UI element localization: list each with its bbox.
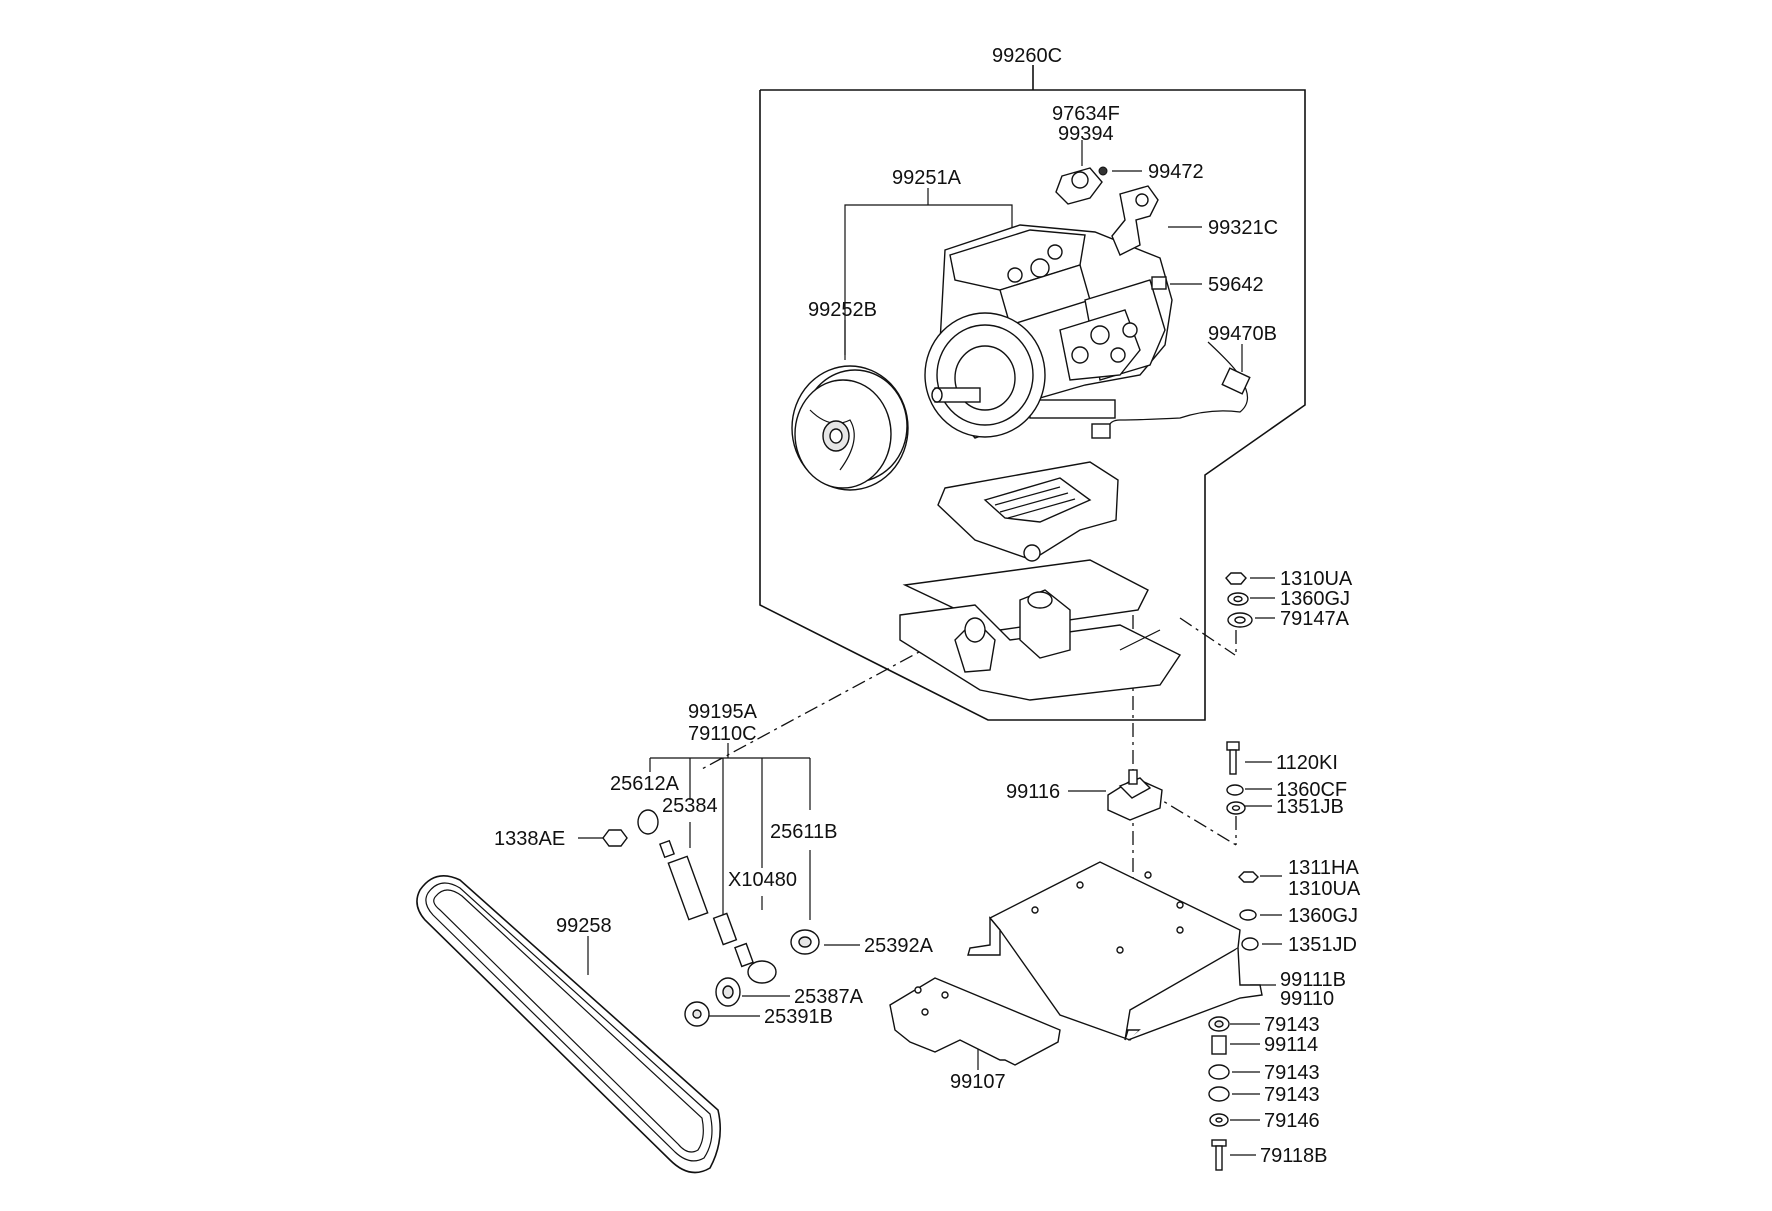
label-25611B: 25611B (770, 821, 837, 843)
label-99251A: 99251A (892, 167, 962, 189)
nut-1310UA-top (1225, 572, 1247, 585)
label-1360CF: 1360CF (1276, 779, 1347, 801)
label-25612A: 25612A (610, 773, 680, 795)
tensioner-rod-assembly (659, 839, 754, 968)
label-99470B: 99470B (1208, 323, 1277, 345)
label-1351JB: 1351JB (1276, 796, 1344, 818)
label-25391B: 25391B (764, 1006, 833, 1028)
label-99258: 99258 (556, 915, 612, 937)
bushing-25387A (715, 977, 741, 1007)
label-79143-b: 79143 (1264, 1062, 1320, 1084)
washer-1360GJ-top (1227, 592, 1249, 606)
bolt-1120KI (1226, 741, 1240, 775)
bushing-79143-a (1208, 1016, 1230, 1032)
label-25392A: 25392A (864, 935, 934, 957)
label-99252B: 99252B (808, 299, 877, 321)
label-99321C: 99321C (1208, 217, 1278, 239)
label-X10480: X10480 (728, 869, 797, 891)
nut-1311HA (1238, 871, 1259, 883)
drive-belt-99258 (416, 874, 721, 1174)
label-99111B: 99111B (1280, 969, 1346, 991)
bolt-79118B (1211, 1139, 1227, 1171)
washer-79147A (1227, 612, 1253, 628)
leader-lines (578, 140, 1282, 1156)
label-79118B: 79118B (1260, 1145, 1327, 1167)
label-79147A: 79147A (1280, 608, 1350, 630)
washer-25391B (684, 1001, 710, 1027)
compressor-mounting-frame (899, 461, 1182, 701)
label-1120KI: 1120KI (1276, 752, 1338, 774)
assembly-outline-99260C (759, 65, 1306, 721)
wire-harness-99470B (1091, 341, 1251, 439)
bracket-99107 (889, 977, 1061, 1066)
bushing-25612A (637, 809, 659, 835)
label-99110: 99110 (1280, 988, 1334, 1010)
washer-1351JB (1226, 801, 1246, 815)
valve-59642 (1151, 276, 1167, 290)
compressor-body-99251A (924, 224, 1173, 439)
part-labels: 99260C 97634F 99394 99472 99251A 99321C … (494, 45, 1361, 1167)
bearing-25392A (790, 929, 820, 955)
label-1360GJ-bottom: 1360GJ (1288, 905, 1358, 927)
label-1351JD: 1351JD (1288, 934, 1357, 956)
label-1311HA: 1311HA (1288, 857, 1359, 879)
roller-25611B (747, 960, 777, 984)
washer-1360CF (1226, 784, 1244, 796)
label-79146: 79146 (1264, 1110, 1320, 1132)
clutch-pulley-99252B (791, 365, 909, 491)
label-99260C: 99260C (992, 45, 1062, 67)
label-97634F: 97634F (1052, 103, 1120, 125)
bushing-79143-c (1208, 1086, 1230, 1102)
label-99195A: 99195A (688, 701, 758, 723)
label-99472: 99472 (1148, 161, 1204, 183)
label-25384: 25384 (662, 795, 718, 817)
washer-1360GJ-bottom (1239, 909, 1257, 921)
engine-mount-99116 (1107, 769, 1163, 821)
label-1338AE: 1338AE (494, 828, 565, 850)
support-bracket-99111B (967, 861, 1263, 1041)
label-1310UA-bottom: 1310UA (1288, 878, 1361, 900)
label-25387A: 25387A (794, 986, 864, 1008)
label-99394: 99394 (1058, 123, 1114, 145)
label-79143-c: 79143 (1264, 1084, 1320, 1106)
suction-fitting-97634F (1055, 166, 1108, 205)
label-79143-a: 79143 (1264, 1014, 1320, 1036)
label-99107: 99107 (950, 1071, 1006, 1093)
label-59642: 59642 (1208, 274, 1264, 296)
washer-79146 (1209, 1113, 1229, 1127)
label-99114: 99114 (1264, 1034, 1318, 1056)
washer-1351JD (1241, 937, 1259, 951)
label-1310UA-top: 1310UA (1280, 568, 1353, 590)
label-99116: 99116 (1006, 781, 1060, 803)
discharge-fitting-99321C (1111, 185, 1159, 256)
nut-1338AE (602, 829, 628, 847)
sleeve-99114 (1211, 1035, 1227, 1055)
bushing-79143-b (1208, 1064, 1230, 1080)
label-79110C: 79110C (688, 723, 757, 745)
label-1360GJ-top: 1360GJ (1280, 588, 1350, 610)
